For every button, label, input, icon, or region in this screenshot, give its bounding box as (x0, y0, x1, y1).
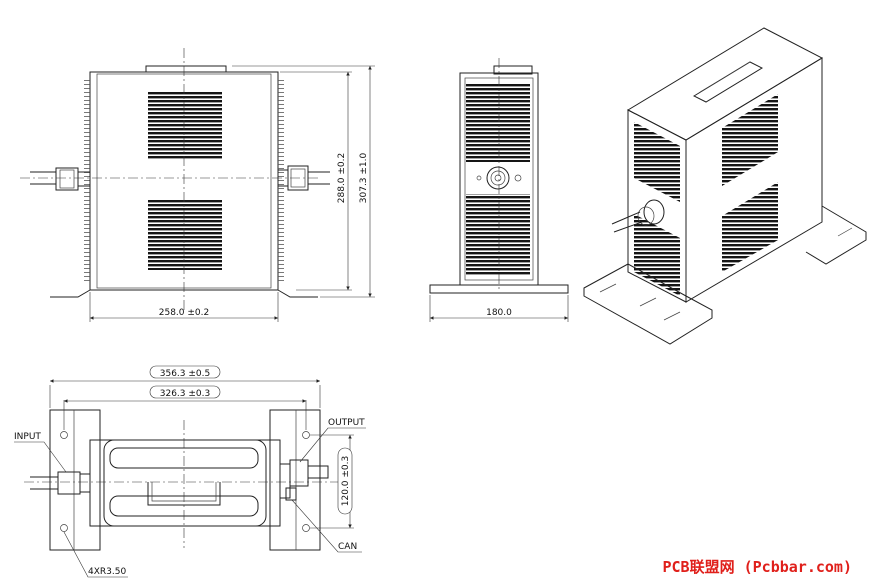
side-vent-upper (466, 84, 530, 162)
front-vent-upper (148, 92, 222, 160)
top-output-gland (279, 459, 329, 501)
watermark-text: PCB联盟网 (Pcbbar.com) (663, 558, 853, 576)
side-can-connector (476, 166, 522, 190)
top-view: 356.3 ±0.5 326.3 ±0.3 120.0 ±0.3 INPUT O… (14, 365, 366, 578)
side-view: 180.0 (429, 58, 569, 322)
top-length-inner-dim-label: 326.3 ±0.3 (160, 389, 210, 399)
iso-vent-upper (722, 94, 778, 186)
iso-input-gland (611, 199, 665, 233)
top-mount-plate-right (269, 409, 321, 551)
front-width-dim-label: 258.0 ±0.2 (159, 308, 209, 318)
isometric-view (583, 27, 867, 345)
label-can: CAN (338, 542, 357, 552)
side-vent-lower (466, 194, 530, 276)
front-height-outer-dim-label: 307.3 ±1.0 (359, 152, 369, 203)
top-input-gland (30, 471, 91, 495)
side-width-dim-label: 180.0 (486, 308, 512, 318)
top-depth-dim-label: 120.0 ±0.3 (341, 456, 351, 506)
label-holes: 4XR3.50 (88, 567, 126, 577)
label-output: OUTPUT (328, 418, 365, 428)
front-height-inner-dim-label: 288.0 ±0.2 (337, 153, 347, 203)
front-vent-lower (148, 200, 222, 270)
front-view: 258.0 ±0.2 288.0 ±0.2 307.3 ±1.0 (20, 48, 375, 322)
iso-vent-lower (722, 182, 778, 272)
front-output-gland (277, 165, 330, 191)
iso-base-left (583, 263, 713, 345)
label-input: INPUT (14, 432, 41, 442)
top-mount-plate-left (49, 409, 101, 551)
top-length-outer-dim-label: 356.3 ±0.5 (160, 369, 210, 379)
front-input-gland (30, 167, 91, 191)
